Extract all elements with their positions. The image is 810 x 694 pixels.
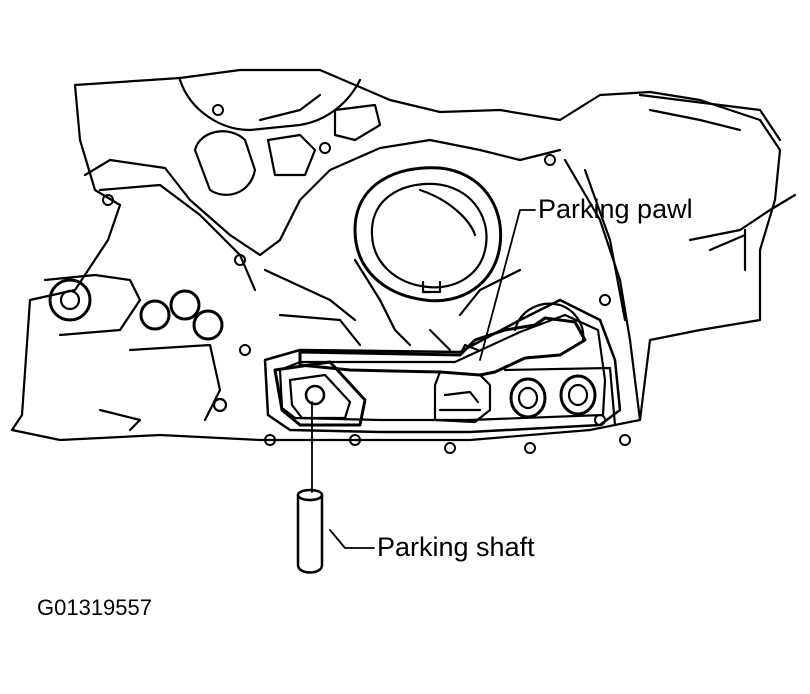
right-bosses [503,366,617,427]
main-bore [353,166,503,303]
left-bosses [43,273,228,432]
leader-lines [329,209,536,549]
parking-shaft-boss [273,360,367,427]
figure-id-caption: G01319557 [37,595,152,620]
parking-shaft [296,401,324,574]
parking-pawl-label: Parking pawl [538,194,693,224]
upper-flange [83,138,642,422]
parking-shaft-label: Parking shaft [377,532,535,562]
parking-pawl-part [298,302,587,424]
case-outline [10,68,797,442]
internal-ribs [178,78,522,352]
